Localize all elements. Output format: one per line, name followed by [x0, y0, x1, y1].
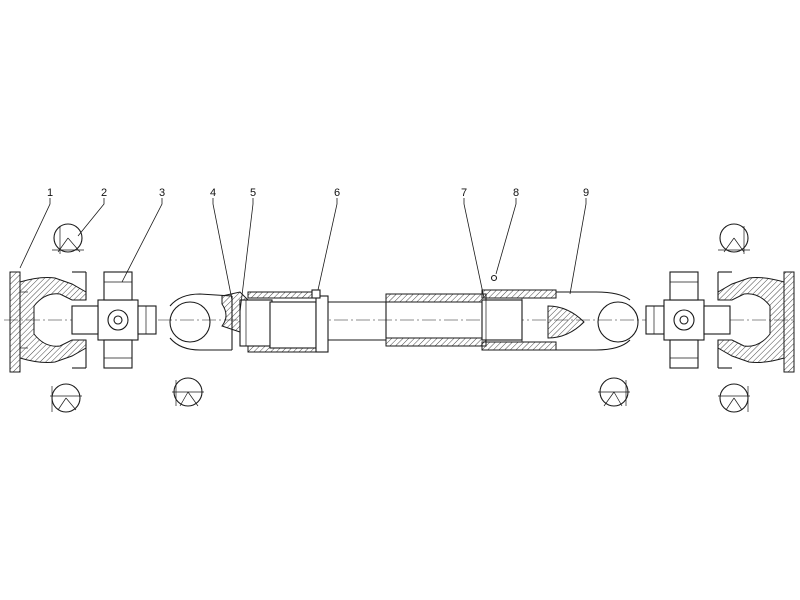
callout-1: 1	[47, 187, 53, 199]
detail-symbols	[50, 223, 750, 413]
callout-8: 8	[513, 187, 519, 199]
right-cross-spider	[645, 271, 731, 369]
callout-4: 4	[210, 187, 216, 199]
detail-symbol-top-right	[718, 223, 750, 254]
callout-6: 6	[334, 187, 340, 199]
callout-leaders	[19, 198, 587, 313]
left-flange-yoke	[9, 271, 87, 373]
callout-labels: 1 2 3 4 5 6 7 8 9	[47, 187, 589, 199]
callout-5: 5	[250, 187, 256, 199]
detail-symbol-middle-right	[598, 377, 630, 407]
callout-3: 3	[159, 187, 165, 199]
drive-tube	[328, 274, 557, 351]
right-weld-yoke	[547, 291, 639, 351]
left-slip-yoke	[169, 291, 273, 351]
detail-symbol-bottom-right	[718, 383, 750, 413]
detail-symbol-middle-left	[172, 377, 204, 407]
left-cross-spider	[71, 271, 157, 369]
detail-symbol-bottom-left	[50, 383, 82, 413]
callout-9: 9	[583, 187, 589, 199]
callout-2: 2	[101, 187, 107, 199]
right-flange-yoke	[717, 271, 795, 373]
splined-shaft-sleeve	[247, 289, 329, 353]
callout-7: 7	[461, 187, 467, 199]
detail-symbol-top-left	[52, 223, 84, 254]
